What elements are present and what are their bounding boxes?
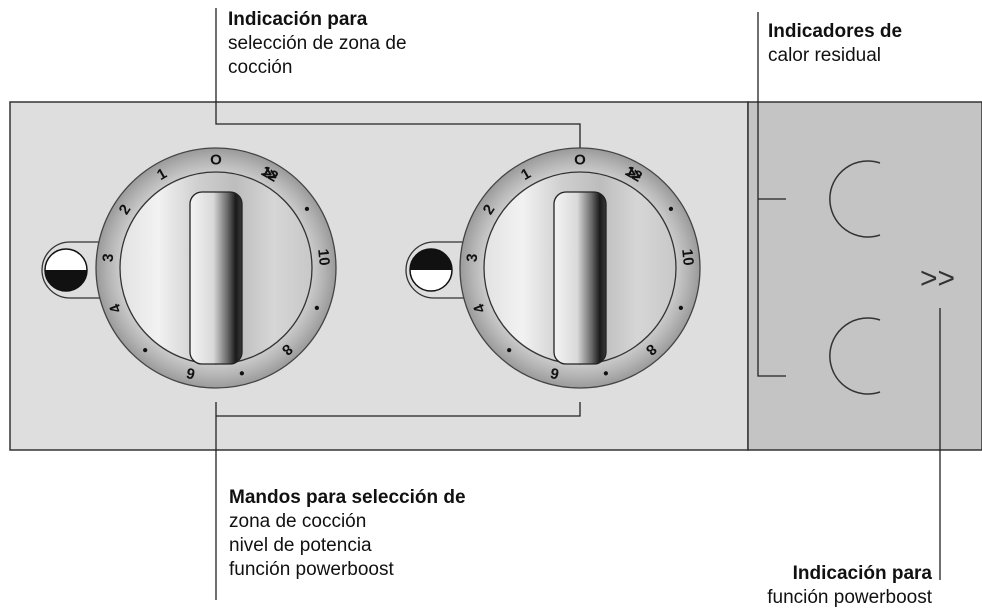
knob-scale-label: 10 xyxy=(678,248,697,266)
callout-residual-heat-title: Indicadores de xyxy=(768,21,903,42)
callout-residual-heat-line: calor residual xyxy=(768,45,881,66)
callout-powerboost-title: Indicación para xyxy=(792,563,932,584)
knob-scale-label: • xyxy=(672,302,690,313)
knob-scale-label: • xyxy=(237,364,246,382)
callout-knobs-line: función powerboost xyxy=(229,559,394,580)
callout-zone-indication-title: Indicación para xyxy=(228,9,368,30)
callout-knobs-title: Mandos para selección de xyxy=(229,487,466,508)
knob-selection-bracket xyxy=(215,402,581,600)
callout-zone-indication: Indicación para selección de zona de coc… xyxy=(228,8,407,80)
zone-indicator-left-fill xyxy=(45,270,87,291)
knob-scale-label: 3 xyxy=(100,253,118,263)
knob-scale-label: 6 xyxy=(549,364,561,382)
callout-zone-indication-line: cocción xyxy=(228,57,293,78)
knob-left-handle[interactable] xyxy=(189,191,243,365)
knob-scale-boost: ≫ xyxy=(623,163,645,186)
knob-scale-label: 10 xyxy=(314,248,333,266)
control-panel-right xyxy=(747,101,982,451)
zone-indicator-right-fill xyxy=(410,249,452,270)
knob-scale-label: • xyxy=(308,302,326,313)
callout-knobs-line: zona de cocción xyxy=(229,511,367,532)
residual-heat-bracket xyxy=(757,12,786,377)
residual-heat-indicator-top xyxy=(829,160,881,238)
callout-powerboost-line: función powerboost xyxy=(767,587,932,608)
knob-scale-zero: O xyxy=(574,152,586,169)
zone-indication-bracket xyxy=(215,8,581,152)
residual-heat-indicator-bottom xyxy=(829,317,881,395)
callout-knobs: Mandos para selección de zona de cocción… xyxy=(229,486,466,582)
knob-scale-boost: ≫ xyxy=(259,163,281,186)
knob-scale-label: 12 xyxy=(258,163,281,186)
knob-right-handle[interactable] xyxy=(553,191,607,365)
knob-scale-zero: O xyxy=(210,152,222,169)
callout-powerboost: Indicación para función powerboost xyxy=(767,562,932,610)
knob-scale-label: 6 xyxy=(185,364,197,382)
callout-zone-indication-line: selección de zona de xyxy=(228,33,407,54)
callout-residual-heat: Indicadores de calor residual xyxy=(768,20,902,68)
knob-scale-label: 3 xyxy=(464,253,482,263)
knob-scale-label: 12 xyxy=(622,163,645,186)
knob-scale-label: • xyxy=(601,364,610,382)
callout-knobs-line: nivel de potencia xyxy=(229,535,372,556)
powerboost-indicator: >> xyxy=(920,262,955,295)
